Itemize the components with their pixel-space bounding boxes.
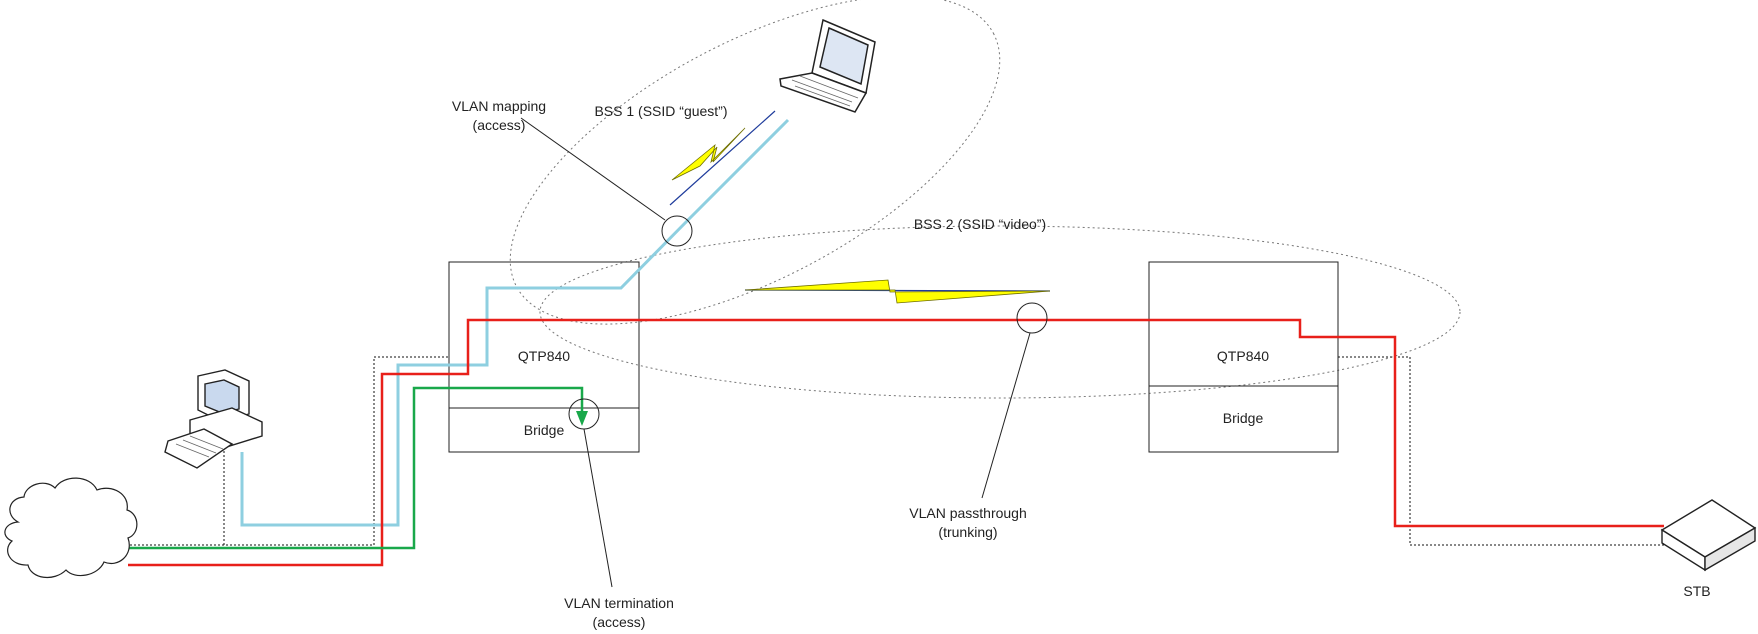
bss2-coverage-ellipse	[539, 225, 1461, 399]
set-top-box-icon	[1660, 499, 1757, 572]
bss2-label: BSS 2 (SSID “video”)	[914, 216, 1046, 232]
left-bridge-label: Bridge	[524, 422, 565, 438]
vlan-termination-sublabel: (access)	[593, 614, 646, 630]
vlan-passthrough-leader	[981, 332, 1031, 499]
laptop-icon	[779, 18, 876, 113]
left-device-name: QTP840	[518, 348, 570, 364]
vlan-termination-label: VLAN termination	[564, 595, 674, 611]
right-bridge-label: Bridge	[1223, 410, 1264, 426]
vlan-mapping-sublabel: (access)	[473, 117, 526, 133]
lightning-bolt-icon	[744, 279, 1051, 304]
vlan-passthrough-label: VLAN passthrough	[909, 505, 1027, 521]
vlan-passthrough-circle	[1016, 302, 1048, 334]
bss1-coverage-ellipse	[509, 0, 1001, 325]
vlan-mapping-label: VLAN mapping	[452, 98, 546, 114]
lightning-bolt-icon	[669, 110, 776, 206]
stb-label: STB	[1683, 583, 1710, 599]
video-vlan-path	[128, 318, 1664, 567]
bss1-label: BSS 1 (SSID “guest”)	[594, 103, 727, 119]
guest-vlan-path	[240, 118, 790, 527]
data-vlan-arrowhead	[576, 411, 588, 426]
vlan-termination-leader	[583, 428, 613, 588]
right-device-name: QTP840	[1217, 348, 1269, 364]
physical-cables	[130, 356, 1664, 546]
qtp840-left-device: QTP840 Bridge	[448, 261, 640, 453]
vlan-mapping-leader	[520, 117, 666, 221]
vlan-mapping-circle	[661, 215, 693, 247]
cloud-icon	[4, 477, 138, 578]
qtp840-right-device: QTP840 Bridge	[1148, 261, 1339, 453]
vlan-passthrough-sublabel: (trunking)	[938, 524, 997, 540]
desktop-pc-icon	[164, 369, 263, 469]
